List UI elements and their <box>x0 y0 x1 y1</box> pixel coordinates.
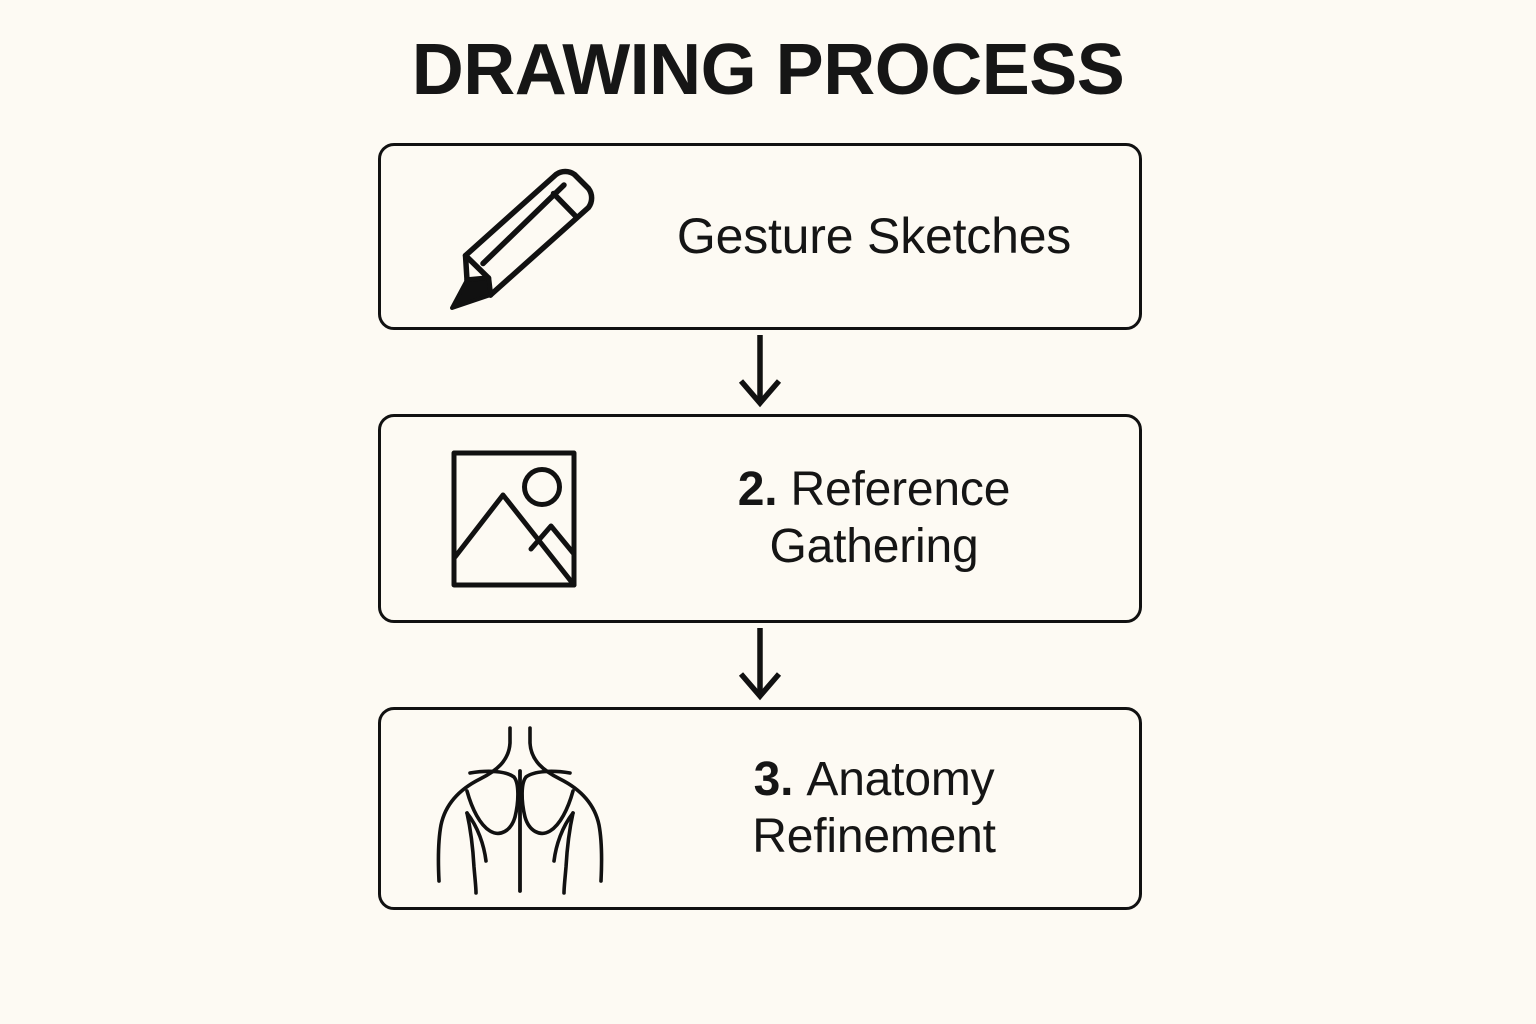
step-1-text: Gesture Sketches <box>676 208 1072 265</box>
process-flow: Gesture Sketches <box>378 143 1142 910</box>
arrow-down-icon <box>738 628 782 701</box>
step-3-icon-slot <box>381 721 631 896</box>
anatomy-torso-icon <box>436 726 604 895</box>
step-1-label: Gesture Sketches <box>631 207 1139 266</box>
step-2-number: 2. <box>737 463 778 517</box>
arrow-down-icon <box>738 335 782 408</box>
connector-2 <box>378 623 1142 707</box>
step-1-icon-slot <box>381 162 631 312</box>
step-2-text: Reference Gathering <box>769 463 1011 573</box>
process-step-3[interactable]: 3. Anatomy Refinement <box>378 707 1142 910</box>
step-3-text: Anatomy Refinement <box>752 753 996 863</box>
connector-1 <box>378 330 1142 414</box>
step-3-number: 3. <box>753 753 794 807</box>
page-title: DRAWING PROCESS <box>411 30 1125 110</box>
step-3-label: 3. Anatomy Refinement <box>631 752 1139 864</box>
process-step-2[interactable]: 2. Reference Gathering <box>378 414 1142 623</box>
image-landscape-icon <box>451 450 577 587</box>
step-2-label: 2. Reference Gathering <box>631 462 1139 574</box>
pencil-icon <box>450 168 595 310</box>
pencil-tip <box>450 275 493 310</box>
process-step-1[interactable]: Gesture Sketches <box>378 143 1142 330</box>
step-2-icon-slot <box>381 444 631 594</box>
